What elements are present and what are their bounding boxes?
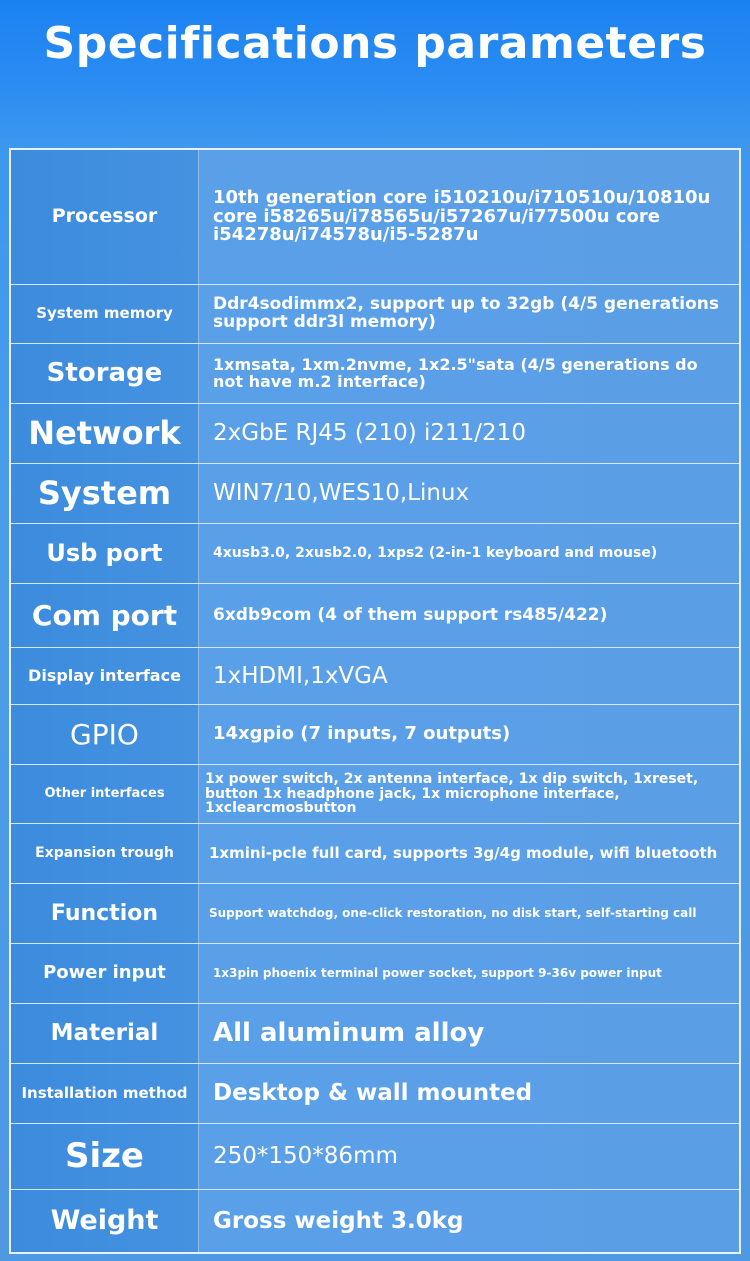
spec-row-size: Size 250*150*86mm <box>11 1124 739 1190</box>
spec-label: Storage <box>11 344 199 403</box>
spec-row-usb-port: Usb port 4xusb3.0, 2xusb2.0, 1xps2 (2-in… <box>11 524 739 584</box>
spec-row-processor: Processor 10th generation core i510210u/… <box>11 150 739 285</box>
spec-label: Network <box>11 404 199 463</box>
spec-row-gpio: GPIO 14xgpio (7 inputs, 7 outputs) <box>11 705 739 765</box>
spec-value: Ddr4sodimmx2, support up to 32gb (4/5 ge… <box>199 285 739 343</box>
spec-row-power-input: Power input 1x3pin phoenix terminal powe… <box>11 944 739 1004</box>
spec-value: 2xGbE RJ45 (210) i211/210 <box>199 404 739 463</box>
spec-row-system-memory: System memory Ddr4sodimmx2, support up t… <box>11 285 739 344</box>
spec-value: 1xHDMI,1xVGA <box>199 648 739 704</box>
spec-label: Weight <box>11 1190 199 1252</box>
spec-row-display-interface: Display interface 1xHDMI,1xVGA <box>11 648 739 705</box>
spec-value: 10th generation core i510210u/i710510u/1… <box>199 150 739 284</box>
spec-label: Size <box>11 1124 199 1189</box>
spec-row-weight: Weight Gross weight 3.0kg <box>11 1190 739 1252</box>
spec-table: Processor 10th generation core i510210u/… <box>9 148 741 1254</box>
spec-label: Power input <box>11 944 199 1003</box>
header-banner: Specifications parameters <box>0 0 750 138</box>
spec-label: Material <box>11 1004 199 1063</box>
spec-row-system: System WIN7/10,WES10,Linux <box>11 464 739 524</box>
spec-value: 1x3pin phoenix terminal power socket, su… <box>199 944 739 1003</box>
spec-label: GPIO <box>11 705 199 764</box>
spec-value: 4xusb3.0, 2xusb2.0, 1xps2 (2-in-1 keyboa… <box>199 524 739 583</box>
spec-label: Function <box>11 884 199 943</box>
spec-value: WIN7/10,WES10,Linux <box>199 464 739 523</box>
spec-value: Desktop & wall mounted <box>199 1064 739 1123</box>
spec-value: All aluminum alloy <box>199 1004 739 1063</box>
spec-value: 6xdb9com (4 of them support rs485/422) <box>199 584 739 647</box>
spec-row-storage: Storage 1xmsata, 1xm.2nvme, 1x2.5"sata (… <box>11 344 739 404</box>
spec-value: Gross weight 3.0kg <box>199 1190 739 1252</box>
spec-value: 250*150*86mm <box>199 1124 739 1189</box>
spec-label: Installation method <box>11 1064 199 1123</box>
spec-value: 1x power switch, 2x antenna interface, 1… <box>199 765 739 823</box>
spec-row-function: Function Support watchdog, one-click res… <box>11 884 739 944</box>
page-title: Specifications parameters <box>43 18 707 69</box>
spec-label: Other interfaces <box>11 765 199 823</box>
spec-value: 1xmini-pcle full card, supports 3g/4g mo… <box>199 824 739 883</box>
spec-label: System memory <box>11 285 199 343</box>
spec-label: Com port <box>11 584 199 647</box>
spec-row-installation-method: Installation method Desktop & wall mount… <box>11 1064 739 1124</box>
spec-label: Expansion trough <box>11 824 199 883</box>
spec-row-other-interfaces: Other interfaces 1x power switch, 2x ant… <box>11 765 739 824</box>
spec-label: Processor <box>11 150 199 284</box>
spec-label: System <box>11 464 199 523</box>
spec-value: 1xmsata, 1xm.2nvme, 1x2.5"sata (4/5 gene… <box>199 344 739 403</box>
spec-row-material: Material All aluminum alloy <box>11 1004 739 1064</box>
spec-value: 14xgpio (7 inputs, 7 outputs) <box>199 705 739 764</box>
spec-row-expansion-trough: Expansion trough 1xmini-pcle full card, … <box>11 824 739 884</box>
spec-row-com-port: Com port 6xdb9com (4 of them support rs4… <box>11 584 739 648</box>
spec-label: Display interface <box>11 648 199 704</box>
spec-value: Support watchdog, one-click restoration,… <box>199 884 739 943</box>
spec-row-network: Network 2xGbE RJ45 (210) i211/210 <box>11 404 739 464</box>
spec-label: Usb port <box>11 524 199 583</box>
